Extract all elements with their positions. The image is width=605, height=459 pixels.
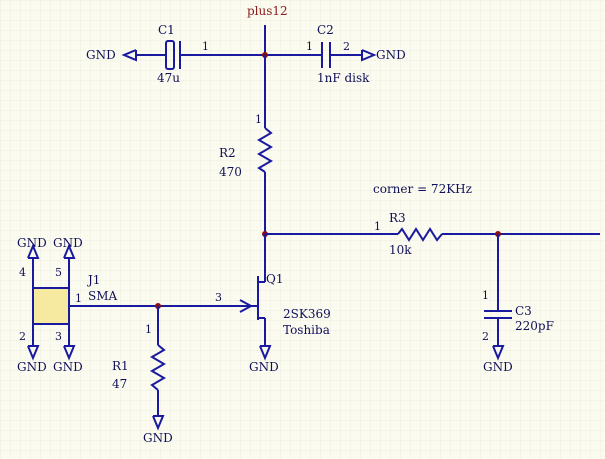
r2-value: 470 <box>219 165 242 179</box>
gnd-symbol-c3 <box>492 345 505 361</box>
annotation-corner: corner = 72KHz <box>373 182 472 196</box>
c1-pin1: 1 <box>202 40 209 53</box>
gnd-label-j1-pin4: GND <box>17 236 47 250</box>
gnd-symbol-q1 <box>259 345 272 361</box>
gnd-symbol-j1-pin3 <box>63 345 76 361</box>
j1-value: SMA <box>88 289 118 303</box>
c1-ref: C1 <box>158 23 175 37</box>
gnd-label-q1: GND <box>249 360 279 374</box>
resistor-r2 <box>257 127 273 173</box>
gnd-symbol-j1-pin4 <box>27 243 40 259</box>
c2-pin2: 2 <box>343 40 350 53</box>
r1-value: 47 <box>112 377 127 391</box>
r1-ref: R1 <box>112 359 129 373</box>
c3-pin2: 2 <box>482 330 489 343</box>
transistor-q1 <box>239 234 266 346</box>
resistor-r1 <box>150 344 166 391</box>
j1-ref: J1 <box>86 273 100 287</box>
c2-ref: C2 <box>317 23 334 37</box>
gnd-symbol-r1 <box>152 415 165 431</box>
j1-pin1: 1 <box>75 292 82 305</box>
connector-j1-body <box>32 287 70 325</box>
r3-value: 10k <box>389 243 412 257</box>
j1-pin3: 3 <box>55 330 62 343</box>
gnd-symbol-c2-right <box>361 49 377 62</box>
gnd-label-r1: GND <box>143 431 173 445</box>
r1-pin1: 1 <box>145 323 152 336</box>
r2-ref: R2 <box>219 146 236 160</box>
c3-value: 220pF <box>515 319 554 333</box>
gnd-label-c3: GND <box>483 360 513 374</box>
gnd-label-c1: GND <box>86 48 116 62</box>
q1-part: 2SK369 <box>283 307 331 321</box>
c3-ref: C3 <box>515 304 532 318</box>
c2-value: 1nF disk <box>317 71 370 85</box>
gnd-symbol-j1-pin2 <box>27 345 40 361</box>
gnd-label-j1-pin2: GND <box>17 360 47 374</box>
gnd-label-c2: GND <box>376 48 406 62</box>
r2-pin1: 1 <box>255 113 262 126</box>
q1-pin3: 3 <box>215 291 222 304</box>
j1-pin2: 2 <box>19 330 26 343</box>
gnd-label-j1-pin3: GND <box>53 360 83 374</box>
gnd-label-j1-pin5: GND <box>53 236 83 250</box>
c2-pin1: 1 <box>306 40 313 53</box>
r3-ref: R3 <box>389 211 406 225</box>
c3-pin1: 1 <box>482 289 489 302</box>
j1-pin4: 4 <box>19 266 26 279</box>
net-label-plus12: plus12 <box>247 4 288 18</box>
j1-pin5: 5 <box>55 266 62 279</box>
resistor-r3 <box>397 227 443 242</box>
gnd-symbol-j1-pin5 <box>63 243 76 259</box>
q1-maker: Toshiba <box>283 323 330 337</box>
q1-ref: Q1 <box>266 272 283 286</box>
r3-pin1: 1 <box>374 220 381 233</box>
c1-value: 47u <box>157 71 180 85</box>
